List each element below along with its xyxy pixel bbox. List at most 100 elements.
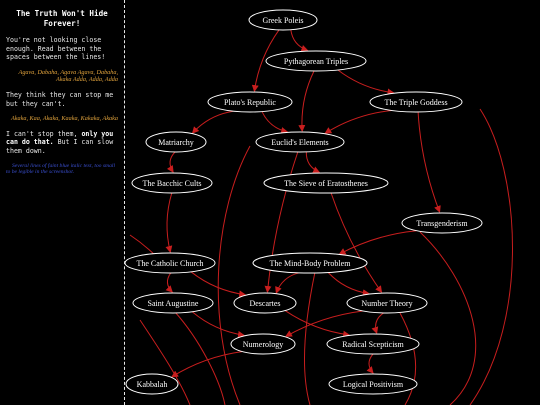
graph-long-edges xyxy=(129,108,513,405)
node-the-sieve-of-eratosthenes[interactable]: The Sieve of Eratosthenes xyxy=(263,172,389,194)
edge-the-bacchic-cults-to-the-catholic-church xyxy=(165,192,173,253)
node-ellipse xyxy=(131,172,213,194)
long-edge xyxy=(399,312,417,405)
long-edge xyxy=(139,319,191,405)
edge-the-mind-body-problem-to-number-theory xyxy=(327,272,370,297)
node-saint-augustine[interactable]: Saint Augustine xyxy=(132,292,214,314)
node-label: The Triple Goddess xyxy=(384,98,447,107)
node-matriarchy[interactable]: Matriarchy xyxy=(145,131,207,153)
node-pythagorean-triples[interactable]: Pythagorean Triples xyxy=(265,50,367,72)
edge-platos-republic-to-euclids-elements xyxy=(261,111,289,134)
edge-numerology-to-kabbalah xyxy=(171,351,243,378)
node-ellipse xyxy=(230,333,296,355)
node-label: Matriarchy xyxy=(158,138,194,147)
edge-transgenderism-to-the-mind-body-problem xyxy=(338,230,417,255)
node-label: Radical Scepticism xyxy=(342,340,404,349)
node-label: The Catholic Church xyxy=(136,259,203,268)
edge-saint-augustine-to-numerology xyxy=(191,311,245,338)
node-transgenderism[interactable]: Transgenderism xyxy=(401,212,483,234)
sidebar-orange-verse-1: Agava, Dabaha, Agava Agava, Dabaha, Akak… xyxy=(18,68,118,84)
node-ellipse xyxy=(248,9,318,31)
edge-radical-scepticism-to-logical-positivism xyxy=(366,353,374,374)
node-label: The Sieve of Eratosthenes xyxy=(284,179,368,188)
sidebar-paragraph-1: You're not looking close enough. Read be… xyxy=(6,36,106,62)
long-edge xyxy=(217,145,251,405)
node-label: Kabbalah xyxy=(137,380,168,389)
node-descartes[interactable]: Descartes xyxy=(233,292,297,314)
node-ellipse xyxy=(132,292,214,314)
edge-the-catholic-church-to-saint-augustine xyxy=(165,272,173,293)
node-logical-positivism[interactable]: Logical Positivism xyxy=(328,373,418,395)
sidebar-panel: The Truth Won't Hide Forever! You're not… xyxy=(0,0,125,405)
node-label: Plato's Republic xyxy=(224,98,276,107)
node-kabbalah[interactable]: Kabbalah xyxy=(125,373,179,395)
sidebar-paragraph-3-bold: only you can do that. xyxy=(6,129,114,147)
node-euclids-elements[interactable]: Euclid's Elements xyxy=(255,131,345,153)
node-ellipse xyxy=(326,333,420,355)
edge-the-catholic-church-to-descartes xyxy=(190,271,247,298)
node-the-triple-goddess[interactable]: The Triple Goddess xyxy=(369,91,463,113)
sidebar-blue-note: Several lines of faint blue italic text,… xyxy=(6,162,116,176)
long-edge xyxy=(469,108,513,405)
node-label: Transgenderism xyxy=(416,219,468,228)
edge-number-theory-to-radical-scepticism xyxy=(371,312,384,335)
node-ellipse xyxy=(328,373,418,395)
node-label: Euclid's Elements xyxy=(271,138,328,147)
edge-greek-poleis-to-platos-republic xyxy=(251,29,280,93)
sidebar-orange-verse-2: Akaka, Kaa, Akaka, Kaaka, Kakaka, Akaka xyxy=(11,115,118,123)
node-the-mind-body-problem[interactable]: The Mind-Body Problem xyxy=(252,252,368,274)
node-ellipse xyxy=(346,292,428,314)
sidebar-paragraph-3: I can't stop them, only you can do that.… xyxy=(6,130,118,156)
node-numerology[interactable]: Numerology xyxy=(230,333,296,355)
edge-greek-poleis-to-pythagorean-triples xyxy=(290,29,309,52)
node-ellipse xyxy=(369,91,463,113)
edge-the-sieve-of-eratosthenes-to-number-theory xyxy=(330,192,383,294)
node-number-theory[interactable]: Number Theory xyxy=(346,292,428,314)
node-the-bacchic-cults[interactable]: The Bacchic Cults xyxy=(131,172,213,194)
node-ellipse xyxy=(252,252,368,274)
node-ellipse xyxy=(255,131,345,153)
edge-euclids-elements-to-the-sieve-of-eratosthenes xyxy=(305,151,321,173)
edge-pythagorean-triples-to-euclids-elements xyxy=(298,70,315,132)
edge-number-theory-to-numerology xyxy=(285,310,363,337)
node-label: Greek Poleis xyxy=(262,16,303,25)
edge-platos-republic-to-matriarchy xyxy=(191,110,234,134)
node-label: The Bacchic Cults xyxy=(142,179,201,188)
sidebar-paragraph-2: They think they can stop me but they can… xyxy=(6,90,114,108)
node-ellipse xyxy=(233,292,297,314)
node-ellipse xyxy=(265,50,367,72)
node-label: Logical Positivism xyxy=(343,380,404,389)
node-label: Pythagorean Triples xyxy=(284,57,348,66)
long-edge xyxy=(304,271,316,405)
long-edge xyxy=(174,311,226,405)
node-ellipse xyxy=(207,91,293,113)
node-ellipse xyxy=(263,172,389,194)
graph-edges xyxy=(165,29,441,378)
node-label: Saint Augustine xyxy=(148,299,199,308)
edge-descartes-to-radical-scepticism xyxy=(284,310,351,338)
node-label: Numerology xyxy=(243,340,283,349)
edge-euclids-elements-to-descartes xyxy=(264,151,299,293)
node-label: Number Theory xyxy=(361,299,412,308)
edge-the-mind-body-problem-to-descartes xyxy=(275,272,300,294)
sidebar-paragraph-3-start: I can't stop them, xyxy=(6,129,82,138)
node-label: Descartes xyxy=(249,299,280,308)
node-ellipse xyxy=(125,373,179,395)
edge-the-triple-goddess-to-transgenderism xyxy=(417,111,441,213)
edge-the-triple-goddess-to-euclids-elements xyxy=(324,110,392,134)
node-the-catholic-church[interactable]: The Catholic Church xyxy=(124,252,216,274)
node-ellipse xyxy=(124,252,216,274)
long-edge xyxy=(419,231,477,405)
node-ellipse xyxy=(401,212,483,234)
node-label: The Mind-Body Problem xyxy=(270,259,352,268)
node-greek-poleis[interactable]: Greek Poleis xyxy=(248,9,318,31)
edge-pythagorean-triples-to-the-triple-goddess xyxy=(337,69,395,96)
node-radical-scepticism[interactable]: Radical Scepticism xyxy=(326,333,420,355)
node-platos-republic[interactable]: Plato's Republic xyxy=(207,91,293,113)
node-ellipse xyxy=(145,131,207,153)
sidebar-title: The Truth Won't Hide Forever! xyxy=(16,9,108,28)
sidebar-paragraph-3-end: But I can slow them down. xyxy=(6,138,114,155)
edge-matriarchy-to-the-bacchic-cults xyxy=(166,151,176,173)
